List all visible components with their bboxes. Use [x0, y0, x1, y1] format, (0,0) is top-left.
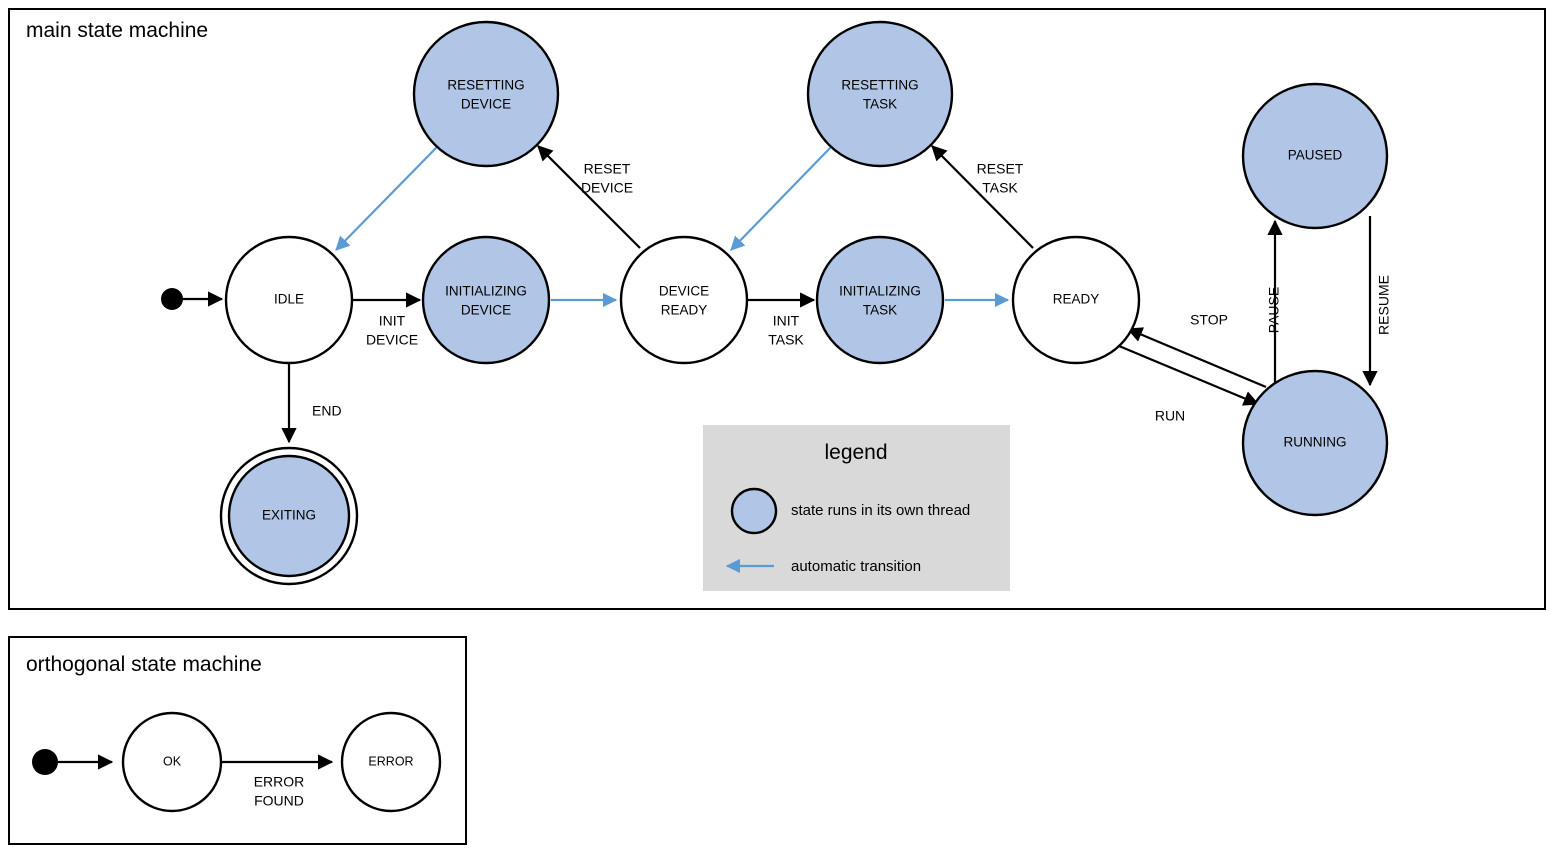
edge-label-end: END [312, 403, 342, 419]
state-label-device-ready-line2: READY [661, 303, 708, 318]
transition-running-to-ready [1126, 327, 1267, 389]
state-label-running: RUNNING [1284, 435, 1347, 450]
transition-ready-to-resetting-task [931, 145, 1034, 249]
orthogonal-initial-state-marker [32, 749, 58, 775]
state-node-ok[interactable]: OK [121, 711, 223, 813]
legend-thread-text: state runs in its own thread [791, 502, 970, 519]
state-node-idle[interactable]: IDLE [224, 235, 354, 365]
state-label-resetting-device-line2: DEVICE [461, 97, 511, 112]
edge-label-stop: STOP [1190, 312, 1228, 328]
main-frame-title: main state machine [26, 19, 208, 42]
state-label-idle: IDLE [274, 292, 304, 307]
edge-label-reset-device-line1: RESET [584, 161, 631, 177]
state-label-initializing-task-line1: INITIALIZING [839, 284, 921, 299]
edge-label-pause: PAUSE [1266, 287, 1282, 333]
state-circle-initializing-device[interactable] [421, 235, 551, 365]
legend-title: legend [824, 441, 887, 464]
state-circle-error[interactable] [340, 711, 442, 813]
state-label-initializing-task-line2: TASK [863, 303, 897, 318]
state-node-resetting-device[interactable]: RESETTING DEVICE [412, 20, 560, 168]
edge-label-init-device-line2: DEVICE [366, 332, 418, 348]
state-label-ok: OK [163, 754, 182, 768]
edge-label-init-device-line1: INIT [379, 313, 406, 329]
legend-auto-text: automatic transition [791, 558, 921, 575]
state-node-device-ready[interactable]: DEVICE READY [619, 235, 749, 365]
state-circle-initializing-task[interactable] [815, 235, 945, 365]
state-circle-ok[interactable] [121, 711, 223, 813]
state-label-resetting-task-line2: TASK [863, 97, 897, 112]
state-node-paused[interactable]: PAUSED [1241, 82, 1389, 230]
orthogonal-state-machine-frame: orthogonal state machine ERROR FOUND OK … [8, 636, 467, 845]
state-label-initializing-device-line1: INITIALIZING [445, 284, 527, 299]
main-transitions: INIT DEVICE END RESET DEVICE INIT TASK R… [183, 145, 1392, 444]
edge-label-run: RUN [1155, 408, 1185, 424]
state-circle-ready[interactable] [1011, 235, 1141, 365]
state-label-resetting-device-line1: RESETTING [447, 78, 524, 93]
state-node-ready[interactable]: READY [1011, 235, 1141, 365]
transition-resetting-task-to-device-ready [730, 146, 832, 251]
transition-device-ready-to-resetting-device [537, 145, 641, 249]
edge-label-error-found-line1: ERROR [254, 774, 305, 790]
state-label-error: ERROR [368, 754, 413, 768]
state-label-initializing-device-line2: DEVICE [461, 303, 511, 318]
state-node-resetting-task[interactable]: RESETTING TASK [806, 20, 954, 168]
legend: legend state runs in its own thread auto… [703, 425, 1010, 591]
edge-label-reset-task-line1: RESET [977, 161, 1024, 177]
state-node-running[interactable]: RUNNING [1241, 369, 1389, 517]
edge-label-resume: RESUME [1376, 275, 1392, 335]
edge-label-reset-device-line2: DEVICE [581, 180, 633, 196]
edge-label-init-task-line1: INIT [773, 313, 800, 329]
transition-ready-to-running [1118, 344, 1260, 406]
main-states: IDLE RESETTING DEVICE INITIALIZING DEVIC… [161, 20, 1389, 586]
state-circle-idle[interactable] [224, 235, 354, 365]
state-circle-device-ready[interactable] [619, 235, 749, 365]
state-label-ready: READY [1053, 292, 1100, 307]
state-circle-running[interactable] [1241, 369, 1389, 517]
edge-label-error-found-line2: FOUND [254, 793, 304, 809]
orthogonal-frame-title: orthogonal state machine [26, 653, 262, 676]
state-circle-exiting[interactable] [227, 454, 351, 578]
transition-resetting-device-to-idle [335, 146, 438, 251]
state-label-exiting: EXITING [262, 508, 316, 523]
state-label-resetting-task-line1: RESETTING [841, 78, 918, 93]
state-node-error[interactable]: ERROR [340, 711, 442, 813]
state-circle-resetting-task[interactable] [806, 20, 954, 168]
initial-state-marker [161, 288, 183, 310]
state-node-initializing-device[interactable]: INITIALIZING DEVICE [421, 235, 551, 365]
state-circle-paused[interactable] [1241, 82, 1389, 230]
state-label-device-ready-line1: DEVICE [659, 284, 709, 299]
legend-thread-circle-icon [730, 487, 778, 535]
edge-label-init-task-line2: TASK [768, 332, 804, 348]
state-circle-resetting-device[interactable] [412, 20, 560, 168]
state-node-initializing-task[interactable]: INITIALIZING TASK [815, 235, 945, 365]
state-label-paused: PAUSED [1288, 148, 1343, 163]
edge-label-reset-task-line2: TASK [982, 180, 1018, 196]
state-node-exiting[interactable]: EXITING [219, 446, 359, 586]
